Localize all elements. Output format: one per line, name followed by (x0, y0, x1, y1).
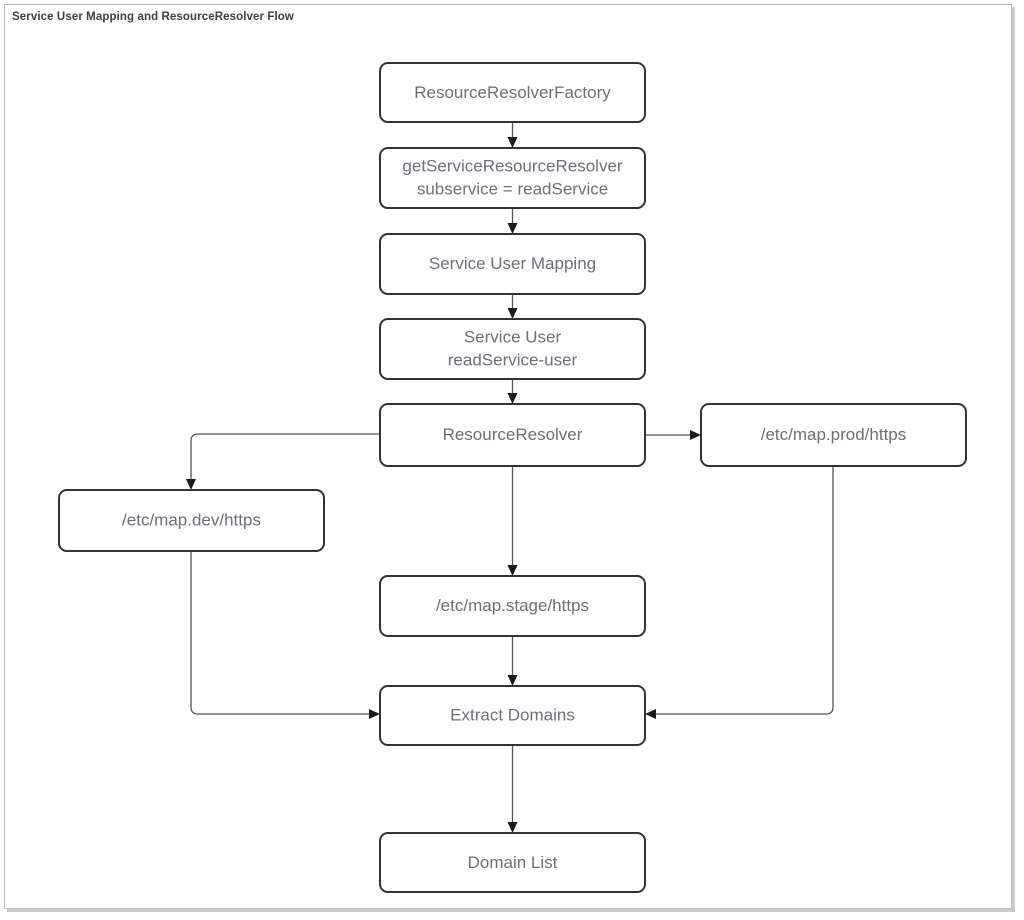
edge-layer (186, 122, 834, 833)
node-resource-resolver[interactable]: ResourceResolver (379, 403, 646, 467)
node-label-serviceuser-line2: readService-user (448, 350, 578, 369)
node-rect-getresolver[interactable] (379, 147, 646, 209)
node-map-prod-https[interactable]: /etc/map.prod/https (700, 403, 967, 467)
node-extract-domains[interactable]: Extract Domains (379, 685, 646, 746)
node-label-factory: ResourceResolverFactory (414, 83, 611, 102)
node-rect-mapdev[interactable] (58, 489, 325, 552)
edge-mapdev-to-extract (190, 551, 380, 719)
node-domain-list[interactable]: Domain List (379, 832, 646, 893)
diagram-title: Service User Mapping and ResourceResolve… (12, 11, 294, 23)
node-rect-serviceuser[interactable] (379, 318, 646, 380)
node-rect-mapstage[interactable] (379, 575, 646, 637)
node-label-getresolver-line1: getServiceResourceResolver (402, 156, 622, 175)
node-layer: ResourceResolverFactory getServiceResour… (58, 62, 967, 893)
node-label-mapstage: /etc/map.stage/https (436, 596, 589, 615)
node-map-dev-https[interactable]: /etc/map.dev/https (58, 489, 325, 552)
edge-mapprod-to-extract (645, 466, 834, 719)
edge-extract-to-domainlist (507, 745, 518, 833)
node-rect-factory[interactable] (379, 62, 646, 123)
node-rect-extract[interactable] (379, 685, 646, 746)
node-label-extract: Extract Domains (450, 705, 575, 724)
node-rect-domainlist[interactable] (379, 832, 646, 893)
edge-resolver-to-mapprod (645, 430, 701, 440)
node-get-service-resource-resolver[interactable]: getServiceResourceResolver subservice = … (379, 147, 646, 209)
node-label-mapping: Service User Mapping (429, 254, 596, 273)
node-service-user-mapping[interactable]: Service User Mapping (379, 233, 646, 295)
node-label-mapprod: /etc/map.prod/https (761, 425, 907, 444)
node-label-domainlist: Domain List (468, 853, 558, 872)
node-label-resolver: ResourceResolver (443, 425, 583, 444)
node-rect-mapprod[interactable] (700, 403, 967, 467)
node-label-mapdev: /etc/map.dev/https (122, 510, 261, 529)
edge-mapstage-to-extract (507, 636, 518, 686)
node-label-serviceuser-line1: Service User (464, 327, 562, 346)
node-label-getresolver-line2: subservice = readService (417, 179, 608, 198)
edge-resolver-to-mapstage (507, 466, 518, 576)
edge-mapping-to-serviceuser (507, 294, 518, 319)
edge-factory-to-getresolver (507, 122, 518, 148)
node-resource-resolver-factory[interactable]: ResourceResolverFactory (379, 62, 646, 123)
edge-serviceuser-to-resolver (507, 379, 518, 404)
edge-getresolver-to-mapping (507, 208, 518, 234)
node-rect-mapping[interactable] (379, 233, 646, 295)
node-service-user[interactable]: Service User readService-user (379, 318, 646, 380)
node-rect-resolver[interactable] (379, 403, 646, 467)
edge-resolver-to-mapdev (186, 433, 380, 490)
node-map-stage-https[interactable]: /etc/map.stage/https (379, 575, 646, 637)
